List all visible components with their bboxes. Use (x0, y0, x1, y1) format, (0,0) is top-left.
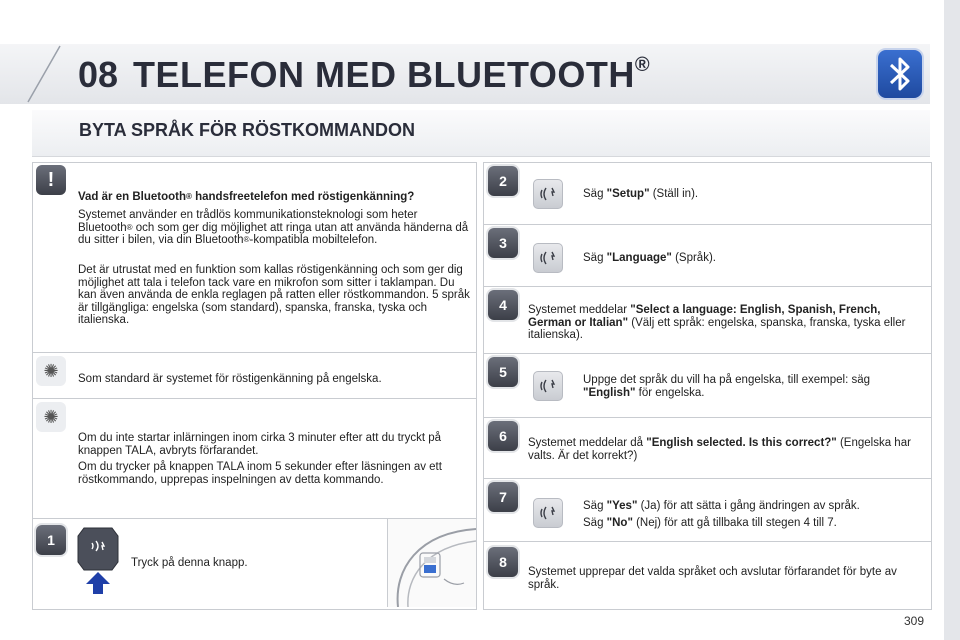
voice-command-icon (533, 179, 563, 209)
step-3-text: Säg "Language" (Språk). (583, 252, 913, 265)
step-7-yes-text: Säg "Yes" (Ja) för att sätta i gång ändr… (583, 500, 923, 513)
info-p1-mark-1: ® (126, 222, 133, 232)
step-1-text: Tryck på denna knapp. (131, 557, 248, 569)
step-6-text: Systemet meddelar då "English selected. … (528, 437, 918, 462)
step-marker-1: 1 (36, 525, 66, 555)
tip-timeout-paragraph-2: Om du trycker på knappen TALA inom 5 sek… (78, 461, 442, 486)
step-5-prefix: Uppge det språk du vill ha på engelska, … (583, 374, 871, 386)
step-4-prefix: Systemet meddelar (528, 304, 631, 316)
step-3-prefix: Säg (583, 252, 607, 264)
divider (483, 417, 932, 418)
info-heading-mark: ® (186, 192, 192, 201)
tip-timeout-paragraph-1: Om du inte startar inlärningen inom cirk… (78, 432, 442, 457)
step-3-suffix: (Språk). (671, 252, 716, 264)
step-5-text: Uppge det språk du vill ha på engelska, … (583, 374, 913, 399)
step-marker-6: 6 (488, 421, 518, 451)
chapter-title: TELEFON MED BLUETOOTH® (133, 54, 650, 96)
bluetooth-badge (876, 48, 924, 100)
info-heading-a: Vad är en Bluetooth (78, 191, 186, 203)
step-marker-4: 4 (488, 290, 518, 320)
bluetooth-icon (889, 57, 910, 91)
voice-command-icon (533, 243, 563, 273)
voice-command-icon (533, 498, 563, 528)
divider (483, 224, 932, 225)
info-p1-mark-2: ® (243, 235, 250, 244)
steering-wheel-illustration (387, 519, 477, 608)
page-number: 309 (904, 614, 925, 628)
voice-command-icon (533, 371, 563, 401)
step-6-prefix: Systemet meddelar då (528, 437, 647, 449)
info-heading: Vad är en Bluetooth® handsfreetelefon me… (78, 191, 470, 204)
tip-default-language: Som standard är systemet för röstigenkän… (78, 373, 382, 385)
step-7-yes-suffix: (Ja) för att sätta i gång ändringen av s… (637, 500, 860, 512)
step-5-suffix: för engelska. (635, 386, 705, 399)
divider (483, 541, 932, 542)
info-paragraph-2: Det är utrustat med en funktion som kall… (78, 264, 470, 326)
chapter-number: 08 (78, 54, 119, 95)
step-marker-5: 5 (488, 357, 518, 387)
info-heading-b: handsfreetelefon med röstigenkänning? (191, 191, 415, 203)
step-4-suffix: (Välj ett språk: engelska, spanska, fran… (528, 316, 906, 342)
step-7-yes-prefix: Säg (583, 500, 607, 512)
step-8-text: Systemet upprepar det valda språket och … (528, 566, 897, 591)
step-7-yes-command: "Yes" (606, 500, 638, 512)
step-2-text: Säg "Setup" (Ställ in). (583, 188, 913, 201)
step-7-no-command: "No" (606, 517, 633, 529)
divider (32, 518, 477, 519)
step-2-suffix: (Ställ in). (649, 188, 699, 200)
step-7-no-text: Säg "No" (Nej) för att gå tillbaka till … (583, 517, 923, 530)
step-3-command: "Language" (606, 252, 672, 264)
step-6-suffix: (Engelska har valts. Är det korrekt?) (528, 437, 911, 462)
tip-icon: ✺ (36, 356, 66, 386)
step-7-no-suffix: (Nej) för att gå tillbaka till stegen 4 … (632, 517, 837, 529)
chapter-header-band (0, 44, 930, 104)
step-marker-7: 7 (488, 482, 518, 512)
step-7-no-prefix: Säg (583, 517, 607, 529)
divider (32, 352, 477, 353)
divider (483, 286, 932, 287)
step-marker-3: 3 (488, 228, 518, 258)
step-marker-8: 8 (488, 547, 518, 577)
step-5-command: "English" (583, 386, 636, 399)
step-2-command: "Setup" (606, 188, 650, 200)
step-marker-2: 2 (488, 166, 518, 196)
header-slant (27, 45, 61, 103)
divider (32, 398, 477, 399)
info-p1-b: och som ger dig möjlighet att ringa utan… (78, 221, 469, 247)
step-2-prefix: Säg (583, 188, 607, 200)
tip-icon: ✺ (36, 402, 66, 432)
divider (483, 353, 932, 354)
step-4-command: "Select a language: English, Spanish, Fr… (528, 304, 881, 329)
chapter-title-mark: ® (634, 54, 651, 76)
divider (483, 478, 932, 479)
section-title: BYTA SPRÅK FÖR RÖSTKOMMANDON (79, 120, 415, 140)
info-paragraph-1: Systemet använder en trådlös kommunikati… (78, 209, 470, 247)
step-6-command: "English selected. Is this correct?" (646, 437, 837, 449)
steering-wheel-icon (396, 528, 477, 608)
info-p1-c: -kompatibla mobiltelefon. (249, 234, 378, 246)
chapter-title-text: TELEFON MED BLUETOOTH (133, 54, 635, 95)
info-p1-a: Systemet använder en trådlös kommunikati… (78, 209, 418, 234)
page-edge-strip (944, 0, 960, 640)
step-4-text: Systemet meddelar "Select a language: En… (528, 304, 918, 342)
push-to-talk-button-icon (77, 527, 119, 594)
section-band (32, 110, 930, 157)
warning-icon: ! (36, 165, 66, 195)
